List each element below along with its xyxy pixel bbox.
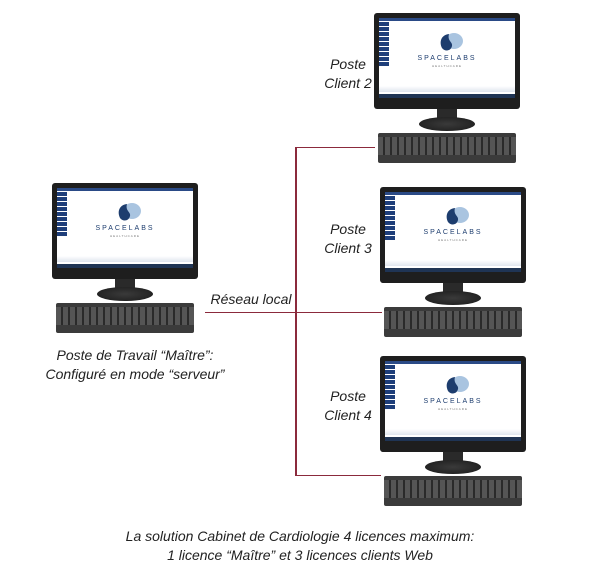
spacelabs-logo-icon [446, 376, 469, 394]
master-label-line1: Poste de Travail “Maître”: [56, 347, 214, 363]
caption-line1: La solution Cabinet de Cardiologie 4 lic… [125, 528, 475, 544]
client3-label-line2: Client 3 [324, 240, 372, 256]
link-client2 [295, 147, 375, 148]
master-label: Poste de Travail “Maître”: Configuré en … [20, 346, 250, 384]
monitor-base [425, 291, 481, 305]
screen-wave [385, 260, 521, 266]
client2-label-line1: Poste [330, 56, 366, 72]
spacelabs-logo-icon [118, 203, 141, 221]
keyboard [378, 133, 516, 163]
monitor-stand [115, 279, 135, 289]
client3-workstation: SPACELABS HEALTHCARE [380, 187, 530, 339]
client2-workstation: SPACELABS HEALTHCARE [374, 13, 524, 165]
monitor-screen: SPACELABS HEALTHCARE [385, 192, 521, 272]
client2-label-line2: Client 2 [324, 75, 372, 91]
monitor: SPACELABS HEALTHCARE [380, 356, 526, 452]
client4-label-line1: Poste [330, 388, 366, 404]
link-master-client3 [205, 312, 382, 313]
title-bar [385, 192, 521, 195]
monitor-stand [443, 283, 463, 293]
taskbar [57, 264, 193, 268]
caption-line2: 1 licence “Maître” et 3 licences clients… [167, 547, 433, 563]
brand-name: SPACELABS [417, 55, 477, 62]
monitor-base [97, 287, 153, 301]
title-bar [379, 18, 515, 21]
taskbar [379, 94, 515, 98]
taskbar [385, 437, 521, 441]
keyboard [384, 476, 522, 506]
link-client4 [295, 475, 381, 476]
screen-wave [57, 256, 193, 262]
keyboard [56, 303, 194, 333]
sidebar-menu [385, 196, 395, 240]
monitor-screen: SPACELABS HEALTHCARE [385, 361, 521, 441]
monitor-screen: SPACELABS HEALTHCARE [379, 18, 515, 98]
spacelabs-logo-icon [446, 207, 469, 225]
client4-label: Poste Client 4 [318, 387, 378, 425]
brand-subtitle: HEALTHCARE [110, 234, 140, 238]
client2-label: Poste Client 2 [318, 55, 378, 93]
title-bar [57, 188, 193, 191]
brand-name: SPACELABS [423, 398, 483, 405]
master-label-line2: Configuré en mode “serveur” [45, 366, 225, 382]
monitor-base [419, 117, 475, 131]
monitor-screen: SPACELABS HEALTHCARE [57, 188, 193, 268]
brand-subtitle: HEALTHCARE [438, 407, 468, 411]
brand-subtitle: HEALTHCARE [432, 64, 462, 68]
network-trunk-line [295, 147, 297, 476]
monitor-stand [437, 109, 457, 119]
title-bar [385, 361, 521, 364]
sidebar-menu [385, 365, 395, 409]
screen-wave [379, 86, 515, 92]
client3-label: Poste Client 3 [318, 220, 378, 258]
master-workstation: SPACELABS HEALTHCARE [52, 183, 202, 335]
monitor-base [425, 460, 481, 474]
monitor: SPACELABS HEALTHCARE [52, 183, 198, 279]
screen-wave [385, 429, 521, 435]
client4-label-line2: Client 4 [324, 407, 372, 423]
brand-name: SPACELABS [95, 225, 155, 232]
sidebar-menu [379, 22, 389, 66]
client4-workstation: SPACELABS HEALTHCARE [380, 356, 530, 508]
keyboard [384, 307, 522, 337]
sidebar-menu [57, 192, 67, 236]
brand-name: SPACELABS [423, 229, 483, 236]
spacelabs-logo-icon [440, 33, 463, 51]
network-label: Réseau local [210, 291, 292, 307]
monitor-stand [443, 452, 463, 462]
monitor: SPACELABS HEALTHCARE [380, 187, 526, 283]
taskbar [385, 268, 521, 272]
client3-label-line1: Poste [330, 221, 366, 237]
monitor: SPACELABS HEALTHCARE [374, 13, 520, 109]
caption: La solution Cabinet de Cardiologie 4 lic… [60, 527, 540, 565]
brand-subtitle: HEALTHCARE [438, 238, 468, 242]
